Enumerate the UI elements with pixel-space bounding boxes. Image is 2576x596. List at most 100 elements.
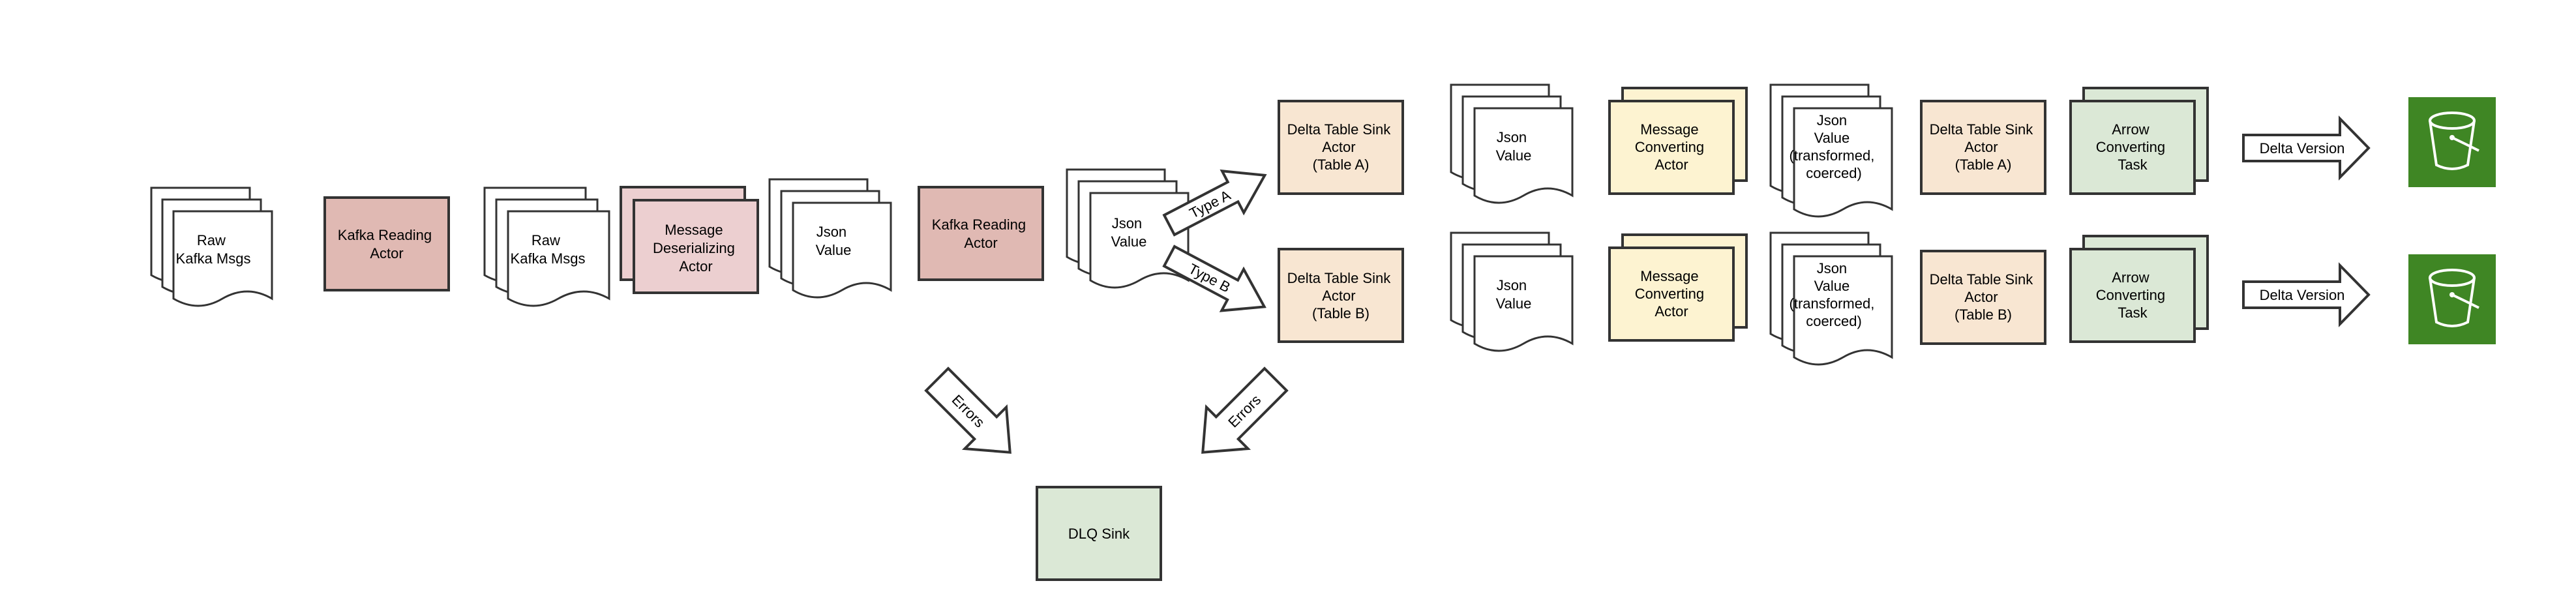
delta-table-sink-actor-table-b-1: Delta Table Sink Actor (Table B)	[1278, 248, 1404, 343]
conv-a-line-1: Message	[1640, 121, 1698, 138]
svg-text:Delta Table Sink Actor: Delta Table Sink Actor (Table B)	[1287, 270, 1395, 321]
arrow-converting-task-a: Arrow Converting Task	[2069, 87, 2209, 195]
s3-bucket-icon	[2408, 254, 2496, 344]
svg-text:Delta Table Sink Actor: Delta Table Sink Actor (Table A)	[1287, 121, 1395, 173]
delta-table-sink-actor-table-a-1: Delta Table Sink Actor (Table A)	[1278, 100, 1404, 195]
json-trans-a-line-3: (transformed,	[1790, 147, 1875, 164]
svg-text:Arrow Converting T: Arrow Converting Task	[2096, 121, 2170, 173]
sink-b2-line-1: Delta Table Sink	[1930, 271, 2034, 288]
deser-line-2: Deserializing	[653, 240, 735, 256]
svg-text:Raw Kafka Msgs: Raw Kafka Msgs	[511, 232, 586, 267]
json-value-2-line-2: Value	[1111, 233, 1147, 250]
svg-text:Message Deserializing: Message Deserializing Actor	[653, 222, 739, 275]
svg-text:Json Value: Json Value	[1111, 215, 1147, 250]
sink-a2-line-2: Actor	[1964, 139, 1998, 155]
arrow-task-a-line-2: Converting	[2096, 139, 2165, 155]
deser-line-3: Actor	[679, 258, 712, 275]
arrow-task-b-line-3: Task	[2118, 305, 2148, 321]
svg-text:Message Converting: Message Converting Actor	[1635, 268, 1709, 320]
raw-kafka-msgs-stack-2: Raw Kafka Msgs	[483, 186, 610, 307]
arrow-task-b-line-1: Arrow	[2112, 269, 2149, 286]
svg-text:Delta Table Sink Actor: Delta Table Sink Actor (Table B)	[1930, 271, 2037, 323]
svg-text:Json Value: Json Value	[1496, 129, 1532, 164]
json-value-transformed-stack-b: Json Value (transformed, coerced)	[1769, 231, 1893, 366]
kafka-reading-actor-2: Kafka Reading Actor	[918, 186, 1044, 281]
raw-msgs-2-line-1: Raw	[532, 232, 560, 248]
svg-text:Kafka Reading Actor: Kafka Reading Actor	[932, 216, 1030, 251]
sink-b1-line-1: Delta Table Sink	[1287, 270, 1392, 286]
message-converting-actor-a: Message Converting Actor	[1608, 87, 1748, 195]
errors-arrow-left: Errors	[924, 366, 1011, 454]
svg-text:Raw Kafka Msgs: Raw Kafka Msgs	[176, 232, 251, 267]
delta-table-sink-actor-table-a-2: Delta Table Sink Actor (Table A)	[1920, 100, 2046, 195]
json-trans-b-line-4: coerced)	[1806, 313, 1862, 329]
sink-b1-line-2: Actor	[1322, 288, 1355, 304]
deser-line-1: Message	[665, 222, 723, 238]
conv-a-line-3: Actor	[1655, 156, 1688, 173]
dlq-label: DLQ Sink	[1068, 526, 1130, 542]
message-deserializing-actor: Message Deserializing Actor	[620, 186, 759, 294]
delta-table-sink-actor-table-b-2: Delta Table Sink Actor (Table B)	[1920, 250, 2046, 345]
sink-a2-line-1: Delta Table Sink	[1930, 121, 2034, 138]
delta-version-arrow-b: Delta Version	[2242, 262, 2371, 327]
svg-text:Json Value (transf: Json Value (transformed, coerced)	[1790, 112, 1879, 181]
conv-b-line-1: Message	[1640, 268, 1698, 284]
sink-a1-line-1: Delta Table Sink	[1287, 121, 1392, 138]
kafka-reading-1-line-2: Actor	[370, 245, 403, 261]
json-value-transformed-stack-a: Json Value (transformed, coerced)	[1769, 83, 1893, 218]
conv-b-line-2: Converting	[1635, 286, 1704, 302]
sink-a1-line-3: (Table A)	[1313, 156, 1370, 173]
kafka-reading-1-line-1: Kafka Reading	[338, 227, 432, 243]
json-value-b-line-1: Json	[1497, 277, 1527, 293]
json-trans-a-line-1: Json	[1817, 112, 1847, 128]
kafka-reading-actor-1-box	[323, 196, 450, 291]
svg-text:Arrow Converting T: Arrow Converting Task	[2096, 269, 2170, 321]
sink-a2-line-3: (Table A)	[1955, 156, 2012, 173]
json-value-stack-b: Json Value	[1450, 231, 1574, 352]
json-value-1-line-1: Json	[816, 224, 846, 240]
kafka-reading-2-line-1: Kafka Reading	[932, 216, 1026, 233]
json-value-stack-1: Json Value	[768, 178, 892, 299]
json-value-stack-a: Json Value	[1450, 83, 1574, 204]
errors-arrow-right: Errors	[1201, 366, 1289, 454]
json-value-2-line-1: Json	[1112, 215, 1142, 231]
json-value-1-line-2: Value	[816, 242, 852, 258]
sink-b2-line-3: (Table B)	[1954, 306, 2012, 323]
json-trans-b-line-3: (transformed,	[1790, 295, 1875, 312]
arrow-task-a-line-3: Task	[2118, 156, 2148, 173]
delta-version-arrow-a: Delta Version	[2242, 115, 2371, 181]
delta-version-b-label: Delta Version	[2260, 287, 2345, 303]
kafka-reading-actor-2-box	[918, 186, 1044, 281]
json-value-a-line-2: Value	[1496, 147, 1532, 164]
json-trans-b-line-1: Json	[1817, 260, 1847, 276]
arrow-converting-task-b: Arrow Converting Task	[2069, 235, 2209, 343]
arrow-task-b-line-2: Converting	[2096, 287, 2165, 303]
conv-b-line-3: Actor	[1655, 303, 1688, 320]
json-value-a-line-1: Json	[1497, 129, 1527, 145]
svg-text:DLQ Sink: DLQ Sink	[1068, 526, 1130, 542]
json-trans-b-line-2: Value	[1814, 278, 1850, 294]
conv-a-line-2: Converting	[1635, 139, 1704, 155]
kafka-reading-2-line-2: Actor	[964, 235, 997, 251]
message-converting-actor-b: Message Converting Actor	[1608, 233, 1748, 342]
sink-b1-line-3: (Table B)	[1312, 305, 1370, 321]
dlq-sink: DLQ Sink	[1036, 486, 1162, 581]
raw-msgs-1-line-1: Raw	[197, 232, 226, 248]
json-trans-a-line-2: Value	[1814, 130, 1850, 146]
kafka-reading-actor-1: Kafka Reading Actor	[323, 196, 450, 291]
delta-version-a-label: Delta Version	[2260, 140, 2345, 156]
json-value-b-line-2: Value	[1496, 295, 1532, 312]
svg-text:Json Value: Json Value	[816, 224, 852, 258]
type-b-arrow: Type B	[1162, 245, 1266, 312]
svg-text:Json Value: Json Value	[1496, 277, 1532, 312]
raw-msgs-1-line-2: Kafka Msgs	[176, 250, 251, 267]
sink-a1-line-2: Actor	[1322, 139, 1355, 155]
sink-b2-line-2: Actor	[1964, 289, 1998, 305]
arrow-task-a-line-1: Arrow	[2112, 121, 2149, 138]
raw-kafka-msgs-stack: Raw Kafka Msgs	[150, 186, 273, 307]
svg-text:Delta Table Sink Actor: Delta Table Sink Actor (Table A)	[1930, 121, 2037, 173]
svg-text:Kafka Reading Actor: Kafka Reading Actor	[338, 227, 436, 261]
s3-bucket-icon	[2408, 97, 2496, 187]
json-trans-a-line-4: coerced)	[1806, 165, 1862, 181]
